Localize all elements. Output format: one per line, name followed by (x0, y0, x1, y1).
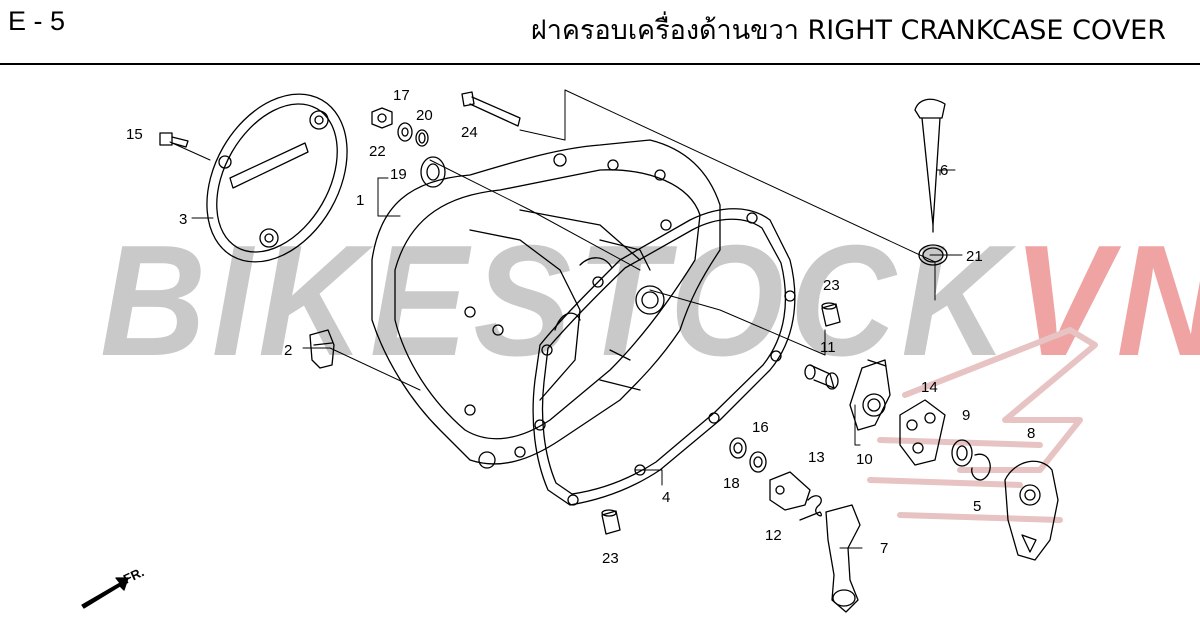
watermark: BIKESTOCKVN (100, 222, 1200, 380)
part-spring-13 (799, 495, 822, 521)
callout-16: 16 (752, 419, 769, 436)
front-direction-label: FR. (121, 564, 146, 586)
part-washer-18 (729, 437, 747, 459)
part-circlip-5 (971, 453, 991, 481)
honda-wing-logo (867, 327, 1098, 523)
callout-20: 20 (416, 107, 433, 124)
part-bolt-11 (804, 364, 839, 390)
part-oring-20 (415, 129, 429, 147)
part-cover-plate (206, 93, 348, 263)
callout-13: 13 (808, 449, 825, 466)
callout-14: 14 (921, 379, 938, 396)
callout-1: 1 (356, 192, 364, 209)
part-dipstick-6 (914, 98, 946, 233)
part-gasket (532, 208, 796, 506)
part-plate-14 (899, 399, 946, 466)
page-title: ฝาครอบเครื่องด้านขวา RIGHT CRANKCASE COV… (530, 15, 1166, 46)
watermark-text: BIKESTOCK (100, 213, 1013, 389)
callout-4: 4 (662, 489, 670, 506)
part-bracket-12 (769, 471, 811, 511)
callout-9: 9 (962, 407, 970, 424)
part-washer-17 (397, 122, 413, 142)
part-dowel-23-upper (821, 302, 841, 327)
front-direction-arrow (81, 577, 129, 609)
callout-labels: 1 2 3 4 5 6 7 8 9 10 11 12 13 14 15 16 1… (121, 87, 1035, 587)
callout-15: 15 (126, 126, 143, 143)
callout-19: 19 (390, 166, 407, 183)
callout-18: 18 (723, 475, 740, 492)
callout-23-upper: 23 (823, 277, 840, 294)
part-crankcase-cover (371, 139, 721, 469)
part-bolt-24 (461, 91, 521, 127)
part-bolt-15 (159, 132, 189, 148)
part-washer-16 (749, 451, 767, 473)
callout-17: 17 (393, 87, 410, 104)
page-code: E - 5 (8, 6, 66, 36)
callout-10: 10 (856, 451, 873, 468)
callout-7: 7 (880, 540, 888, 557)
callout-23-lower: 23 (602, 550, 619, 567)
watermark-text-accent: VN (1012, 213, 1200, 389)
part-oring-21 (918, 244, 948, 266)
callout-2: 2 (284, 342, 292, 359)
callout-12: 12 (765, 527, 782, 544)
callout-24: 24 (461, 124, 478, 141)
callout-3: 3 (179, 211, 187, 228)
header-divider (0, 63, 1200, 65)
callout-21: 21 (966, 248, 983, 265)
part-plug-2 (309, 329, 335, 369)
part-lifter-10 (849, 359, 891, 431)
part-shaft-7 (825, 504, 861, 613)
callout-11: 11 (820, 339, 836, 356)
callout-22: 22 (369, 143, 386, 160)
callout-6: 6 (940, 162, 948, 179)
part-seal-9 (951, 439, 973, 467)
part-cover-8 (1004, 460, 1059, 561)
part-oil-seal-19 (420, 156, 446, 188)
part-dowel-23-lower (601, 509, 621, 535)
callout-8: 8 (1027, 425, 1035, 442)
part-nut-22 (371, 107, 393, 129)
callout-5: 5 (973, 498, 981, 515)
